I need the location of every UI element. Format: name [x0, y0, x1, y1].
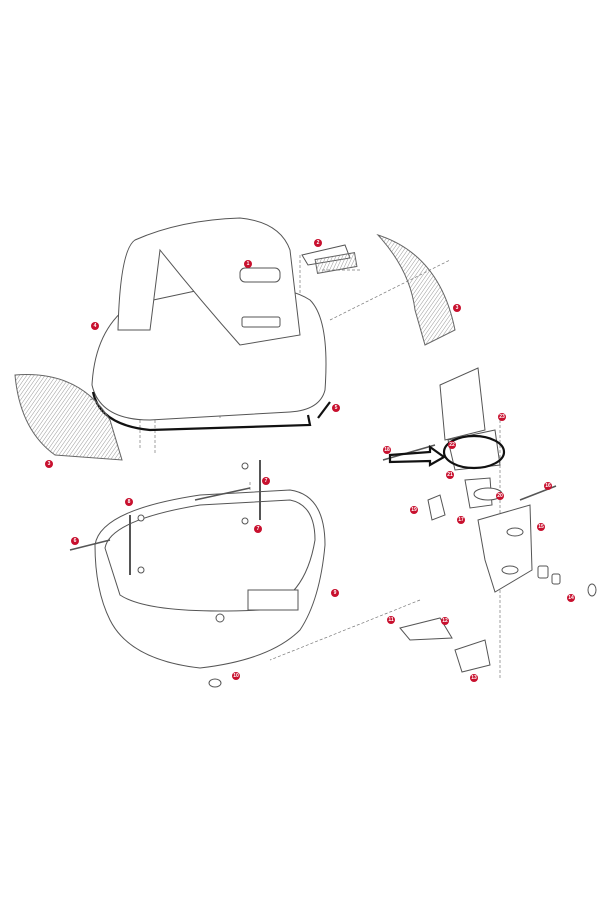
callout: 9: [331, 589, 339, 597]
svg-text:15: 15: [538, 524, 544, 530]
svg-text:7: 7: [257, 526, 260, 532]
callout: 7: [254, 525, 262, 533]
callout: 22: [448, 441, 456, 449]
svg-text:16: 16: [545, 483, 551, 489]
callout: 19: [410, 506, 418, 514]
right-reflector: [376, 233, 456, 346]
svg-text:6: 6: [74, 538, 77, 544]
callout: 2: [314, 239, 322, 247]
svg-text:4: 4: [94, 323, 97, 329]
callouts: 1 2 3 4 5 3 7 8 6 7 9 10 11 12 13 14 15 …: [45, 239, 575, 682]
callout: 18: [383, 446, 391, 454]
svg-text:8: 8: [128, 499, 131, 505]
svg-text:19: 19: [411, 507, 417, 513]
callout: 3: [453, 304, 461, 312]
callout: 6: [71, 537, 79, 545]
svg-text:11: 11: [388, 617, 394, 623]
svg-text:1: 1: [247, 261, 250, 267]
callout: 12: [441, 617, 449, 625]
callout: 21: [446, 471, 454, 479]
lid: [91, 217, 331, 432]
svg-text:18: 18: [384, 447, 390, 453]
svg-text:2: 2: [317, 240, 320, 246]
callout: 20: [496, 492, 504, 500]
svg-text:17: 17: [458, 517, 464, 523]
svg-text:3: 3: [48, 461, 51, 467]
callout: 13: [470, 674, 478, 682]
logo-badge: [239, 267, 281, 283]
callout: 23: [498, 413, 506, 421]
svg-text:23: 23: [499, 414, 505, 420]
callout: 17: [457, 516, 465, 524]
lock-assembly: [382, 367, 597, 673]
callout: 3: [45, 460, 53, 468]
straps: [69, 460, 261, 575]
svg-text:3: 3: [456, 305, 459, 311]
callout: 14: [567, 594, 575, 602]
callout: 7: [262, 477, 270, 485]
svg-text:13: 13: [471, 675, 477, 681]
callout: 16: [544, 482, 552, 490]
hinge: [301, 244, 358, 274]
highlight-ellipse: [442, 434, 506, 470]
svg-text:14: 14: [568, 595, 574, 601]
callout: 15: [537, 523, 545, 531]
svg-text:7: 7: [265, 478, 268, 484]
svg-text:22: 22: [449, 442, 455, 448]
left-reflector: [14, 374, 123, 461]
svg-text:12: 12: [442, 618, 448, 624]
callout: 1: [244, 260, 252, 268]
svg-text:21: 21: [447, 472, 453, 478]
base: [94, 489, 326, 688]
callout: 5: [332, 404, 340, 412]
callout: 8: [125, 498, 133, 506]
highlight-arrow: [388, 444, 447, 467]
svg-text:10: 10: [233, 673, 239, 679]
callout: 11: [387, 616, 395, 624]
callout: 10: [232, 672, 240, 680]
plug: [208, 678, 222, 688]
svg-text:20: 20: [497, 493, 503, 499]
svg-text:9: 9: [334, 590, 337, 596]
svg-text:5: 5: [335, 405, 338, 411]
callout: 4: [91, 322, 99, 330]
